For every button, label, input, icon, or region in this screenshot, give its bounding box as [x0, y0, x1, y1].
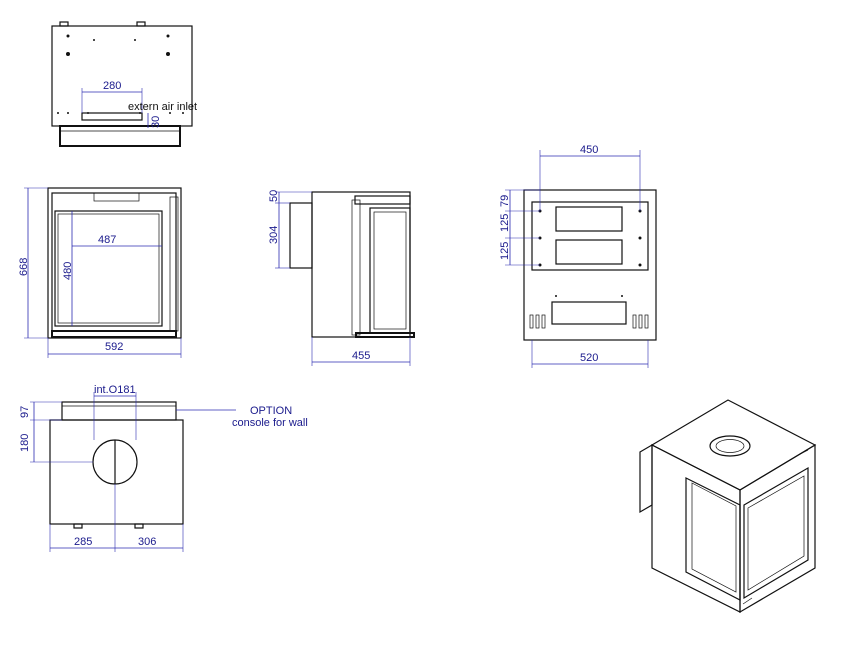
dim-97: 97: [19, 406, 31, 418]
back-opening-lower: [555, 239, 623, 265]
front-glass: [54, 210, 163, 327]
back-plate: [531, 201, 649, 271]
dim-668: 668: [18, 258, 30, 276]
dim-304: 304: [268, 226, 280, 244]
top-inlet-view: 280 30 extern air inlet: [51, 21, 197, 147]
iso-flue-opening: [709, 435, 751, 457]
iso-glass-left: [685, 477, 741, 601]
inlet-view-lower-box: [59, 125, 181, 147]
back-view: 450 79 125 125 520: [499, 144, 657, 368]
dim-450: 450: [580, 144, 598, 156]
dim-125-a: 125: [499, 214, 511, 232]
inlet-view-tab-left: [59, 21, 69, 27]
side-door: [369, 207, 411, 334]
side-outer: [311, 191, 411, 338]
iso-glass-right: [743, 466, 809, 600]
dim-125-b: 125: [499, 242, 511, 260]
dim-592: 592: [105, 341, 123, 353]
flue-view-console: [61, 401, 177, 421]
dim-306: 306: [138, 536, 156, 548]
dim-280: 280: [103, 80, 121, 92]
dim-487: 487: [98, 234, 116, 246]
back-opening-upper: [555, 206, 623, 232]
iso-top-face: [650, 399, 817, 491]
top-flue-view: int.O181 97 180 285 306 OPTION console f…: [19, 384, 308, 552]
dim-int-o181: int.O181: [94, 384, 136, 396]
front-top-vent: [93, 192, 140, 202]
extern-air-inlet-label: extern air inlet: [128, 101, 197, 113]
flue-view-body: [49, 419, 184, 525]
dim-50: 50: [268, 190, 280, 202]
dim-79: 79: [499, 195, 511, 207]
air-inlet-slot: [81, 112, 143, 121]
back-lower-panel: [551, 301, 627, 325]
inlet-view-tab-right: [136, 21, 146, 27]
front-side-hinge: [169, 196, 179, 332]
side-rear-duct: [289, 202, 313, 269]
back-vents-right: [632, 314, 649, 329]
dim-455: 455: [352, 350, 370, 362]
front-view: 487 480 668 592: [18, 187, 182, 358]
isometric-view: [639, 399, 817, 614]
iso-side-duct: [639, 443, 653, 514]
side-view: 50 304 455: [268, 190, 415, 366]
back-vents-left: [529, 314, 546, 329]
dim-520: 520: [580, 352, 598, 364]
dim-480: 480: [62, 262, 74, 280]
dim-285: 285: [74, 536, 92, 548]
dim-30: 30: [150, 116, 162, 128]
option-title: OPTION: [250, 405, 292, 417]
dim-180: 180: [19, 434, 31, 452]
option-text: console for wall: [232, 417, 308, 429]
